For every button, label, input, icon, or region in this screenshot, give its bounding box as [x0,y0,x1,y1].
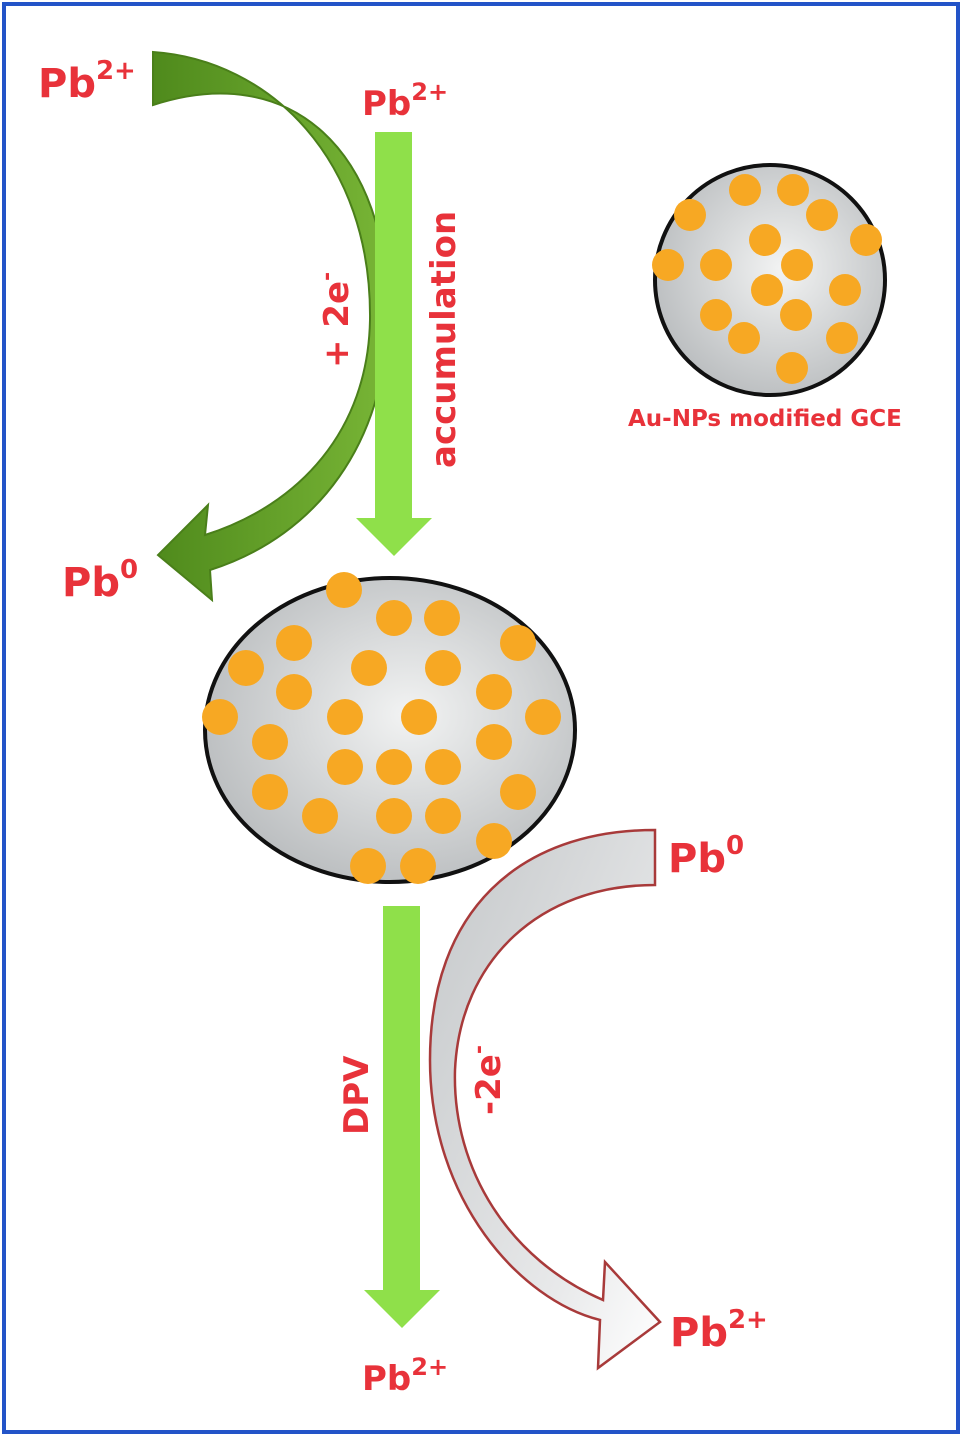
small-electrode [652,163,887,397]
oxidation-arrow [428,828,662,1371]
large-electrode [202,572,577,884]
label-pb2-top-left: Pb2+ [38,56,136,107]
label-accumulation: accumulation [424,211,464,468]
label-pb2-top-center: Pb2+ [362,78,448,124]
label-pb0-left: Pb0 [62,555,138,606]
label-oxidation-electrons: -2e- [467,1045,509,1115]
reduction-arrow [152,50,390,603]
label-pb2-right: Pb2+ [670,1305,768,1356]
label-reduction-electrons: + 2e- [315,272,357,368]
dpv-arrow [364,906,440,1328]
label-pb2-bottom: Pb2+ [362,1353,448,1399]
label-electrode-caption: Au-NPs modified GCE [628,406,902,432]
label-pb0-right: Pb0 [668,831,744,882]
label-dpv: DPV [337,1055,377,1135]
accumulation-arrow [356,132,432,556]
